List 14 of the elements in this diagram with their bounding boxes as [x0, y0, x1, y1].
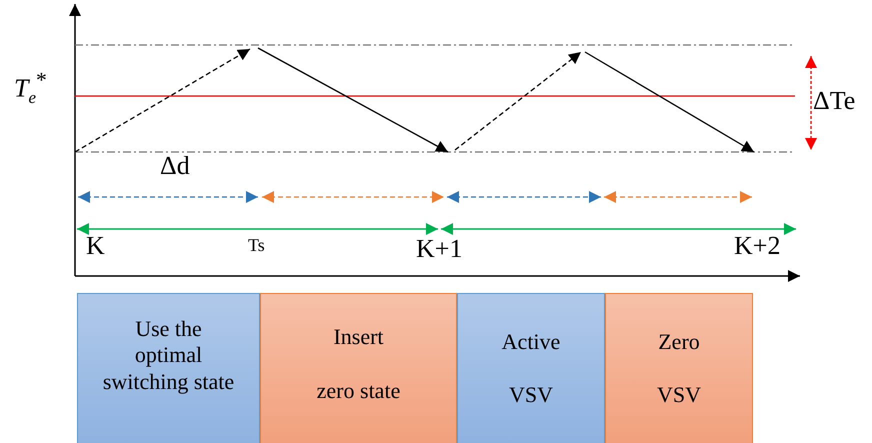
- interval-label: Δd: [160, 153, 190, 179]
- state-box: [605, 293, 753, 443]
- state-box: [77, 293, 260, 443]
- box-text: Insert zero state: [316, 323, 402, 405]
- time-label: K: [86, 233, 105, 259]
- box-text: Zero VSV: [656, 328, 702, 409]
- period-label: Ts: [248, 236, 265, 254]
- box-text: Active VSV: [500, 328, 562, 409]
- state-box: [260, 293, 457, 443]
- box-text: Use the optimal switching state: [102, 316, 236, 396]
- range-label: ΔTe: [813, 88, 856, 114]
- time-label: K+1: [416, 236, 462, 262]
- time-label: K+2: [734, 233, 780, 259]
- state-box: [457, 293, 605, 443]
